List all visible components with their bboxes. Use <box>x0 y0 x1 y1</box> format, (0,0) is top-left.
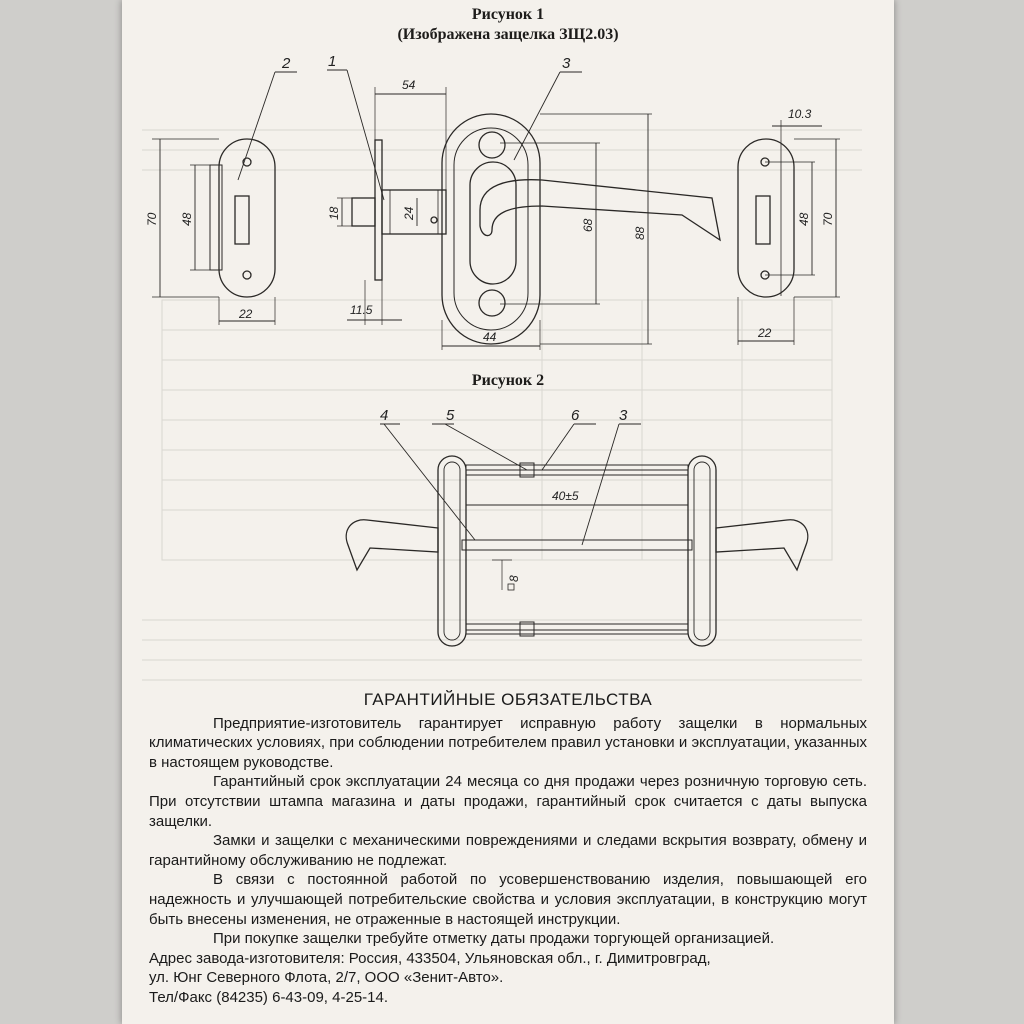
figure1-drawing: 2 1 3 54 10.3 70 48 18 24 68 88 48 70 22… <box>145 53 840 350</box>
screw-hole-bottom-left <box>242 270 252 280</box>
dim-8: 8 <box>507 575 521 582</box>
lever-handle <box>479 179 721 242</box>
figure2-title: Рисунок 2 <box>471 372 545 389</box>
warranty-paragraph: Предприятие-изготовитель гарантирует исп… <box>149 714 867 771</box>
handle-base <box>469 161 517 285</box>
dim-22-left: 22 <box>238 307 253 321</box>
strike-plate-left <box>218 138 276 298</box>
callout-5: 5 <box>446 407 455 424</box>
callout-3-fig2: 3 <box>619 407 628 424</box>
callout-1: 1 <box>328 53 336 70</box>
warranty-paragraph: При покупке защелки требуйте отметку дат… <box>213 930 775 948</box>
dim-22-right: 22 <box>757 326 772 340</box>
manufacturer-address: Адрес завода-изготовителя: Россия, 43350… <box>149 949 711 967</box>
lever-left <box>345 519 439 572</box>
lever-right <box>715 519 809 572</box>
dim-11-5: 11.5 <box>350 303 373 317</box>
warranty-paragraph: Замки и защелки с механическими поврежде… <box>149 832 867 869</box>
rosette-screw-bottom <box>478 289 506 317</box>
tie-screw-bottom <box>465 623 689 635</box>
rosette-screw-top <box>478 131 506 159</box>
warranty-heading: ГАРАНТИЙНЫЕ ОБЯЗАТЕЛЬСТВА <box>363 690 653 709</box>
screw-hole-top-left <box>242 157 252 167</box>
latch-slot-left <box>234 195 250 245</box>
dim-70-right: 70 <box>821 212 835 226</box>
square-spindle <box>461 539 693 551</box>
warranty-section: ГАРАНТИЙНЫЕ ОБЯЗАТЕЛЬСТВА Предприятие-из… <box>149 690 867 1008</box>
strike-plate-right <box>737 138 795 298</box>
latch-body-side <box>381 189 447 235</box>
warranty-paragraph: В связи с постоянной работой по усоверше… <box>149 871 867 928</box>
callout-3-fig1: 3 <box>562 55 571 72</box>
dim-10-3: 10.3 <box>788 107 812 121</box>
rosette-inner <box>453 127 529 331</box>
dim-70-left: 70 <box>145 212 159 226</box>
figure2-drawing: 4 5 6 3 40±5 8 <box>345 407 809 647</box>
latch-bolt-side <box>351 197 376 227</box>
dim-48-left: 48 <box>180 212 194 226</box>
dim-40: 40±5 <box>552 489 579 503</box>
callout-6: 6 <box>571 407 580 424</box>
dim-88: 88 <box>633 226 647 240</box>
dim-54: 54 <box>402 78 416 92</box>
figure1-subtitle: (Изображена защелка ЗЩ2.03) <box>397 26 619 43</box>
assembly-rosette-left <box>437 455 467 647</box>
latch-slot-right <box>755 195 771 245</box>
callout-2: 2 <box>281 55 291 72</box>
dim-48-right: 48 <box>797 212 811 226</box>
dim-24: 24 <box>402 206 416 221</box>
dim-68: 68 <box>581 218 595 232</box>
manufacturer-phone: Тел/Факс (84235) 6-43-09, 4-25-14. <box>149 988 389 1006</box>
manufacturer-street: ул. Юнг Северного Флота, 2/7, ООО «Зенит… <box>149 969 504 987</box>
figure1-title: Рисунок 1 <box>471 6 545 23</box>
callout-4: 4 <box>380 407 388 424</box>
assembly-rosette-right <box>687 455 717 647</box>
warranty-paragraph: Гарантийный срок эксплуатации 24 месяца … <box>149 773 867 830</box>
rosette-outline <box>441 113 541 345</box>
dim-44: 44 <box>483 330 497 344</box>
dim-18: 18 <box>327 206 341 220</box>
instruction-sheet: Рисунок 1 (Изображена защелка ЗЩ2.03) <box>122 0 894 1024</box>
tie-screw-top <box>465 464 689 476</box>
